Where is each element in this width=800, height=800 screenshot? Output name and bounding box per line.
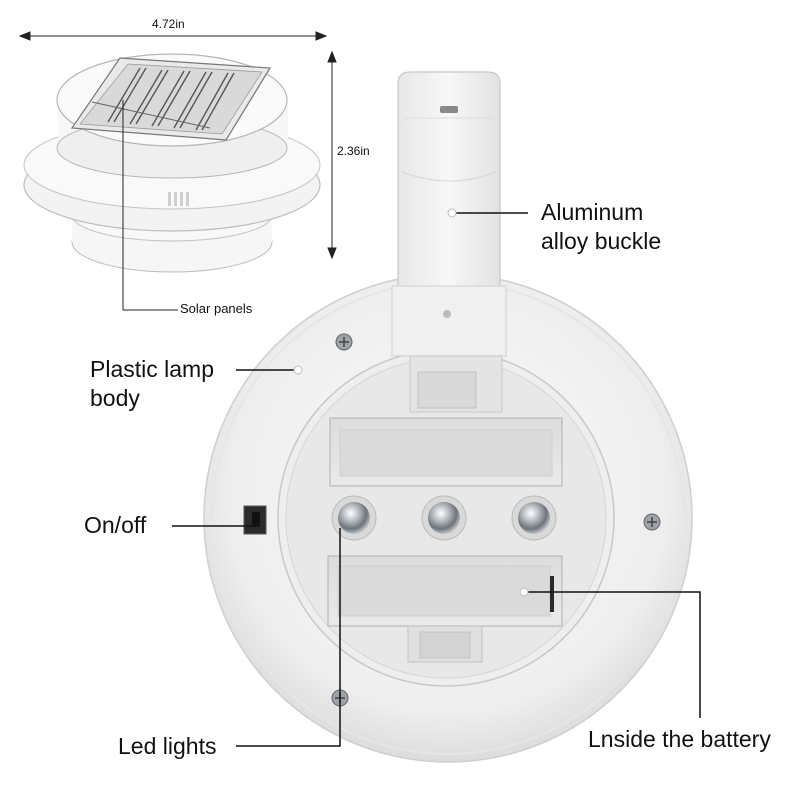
led-lights-leader-line (236, 528, 341, 747)
aluminum-buckle-dot (447, 208, 457, 218)
solar-panels-label: Solar panels (180, 301, 253, 316)
lamp-side-view (23, 53, 321, 273)
inside-battery-leader-line (524, 591, 701, 718)
inside-battery-label: Lnside the battery (588, 726, 771, 752)
callout-lines (172, 212, 701, 747)
plastic-body-dot (293, 365, 303, 375)
callout-dots (293, 208, 529, 597)
width-dimension-arrow (18, 31, 328, 41)
aluminum-buckle-label-line2: alloy buckle (541, 228, 662, 254)
height-dimension-label: 2.36in (337, 144, 370, 158)
battery-tray-top (329, 417, 563, 487)
aluminum-buckle (391, 71, 507, 413)
solar-panels-leader-line (122, 100, 178, 311)
width-dimension-label: 4.72in (152, 17, 185, 31)
on-off-switch[interactable] (243, 505, 267, 535)
plastic-body-label-line1: Plastic lamp (90, 356, 214, 382)
led-light-center (421, 495, 467, 541)
led-light-right (511, 495, 557, 541)
led-light-left (331, 495, 377, 541)
on-off-label: On/off (84, 512, 147, 538)
screw-top-left (335, 333, 353, 351)
led-lights-label: Led lights (118, 733, 217, 759)
aluminum-buckle-label-line1: Aluminum (541, 199, 644, 225)
screw-right (643, 513, 661, 531)
inside-battery-dot (519, 587, 529, 597)
height-dimension-arrow (327, 50, 337, 260)
plastic-body-label-line2: body (90, 385, 140, 411)
